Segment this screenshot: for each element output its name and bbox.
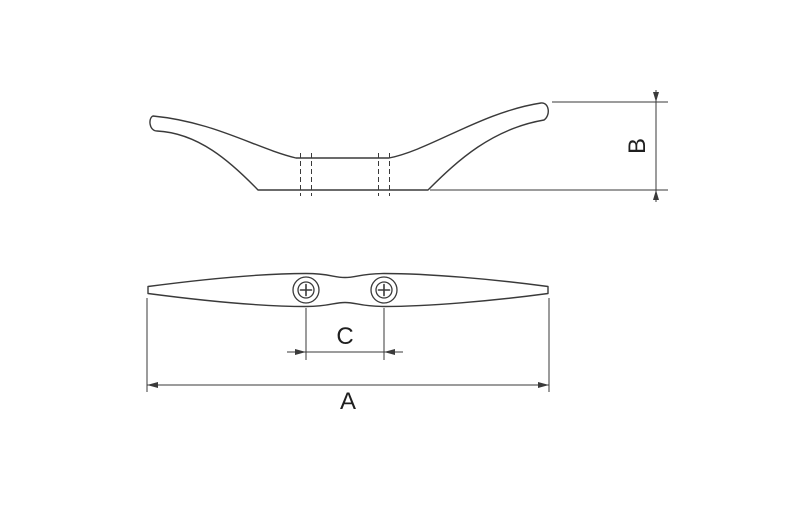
dim-label-c: C [336, 323, 353, 350]
screw-right-inner-circle [375, 281, 393, 299]
arrowhead-b-bottom [653, 190, 659, 200]
side-view [149, 102, 549, 196]
dim-label-a: A [340, 388, 356, 415]
cleat-side-outline [149, 102, 549, 191]
dimension-c: C [287, 308, 403, 360]
screw-right [370, 276, 398, 304]
screw-right-outer-circle [370, 276, 398, 304]
dim-label-b: B [624, 138, 651, 154]
arrowhead-a-left [147, 382, 158, 388]
screw-left-inner-circle [297, 281, 315, 299]
dimension-a: A [146, 298, 550, 415]
plan-view [147, 272, 549, 308]
arrowhead-c-right [384, 349, 395, 355]
arrowhead-c-left [295, 349, 306, 355]
screw-left-outer-circle [292, 276, 320, 304]
dimension-b: B [430, 90, 668, 202]
cleat-plan-outline [147, 272, 549, 308]
screw-left [292, 276, 320, 304]
arrowhead-b-top [653, 92, 659, 102]
arrowhead-a-right [538, 382, 549, 388]
hidden-hole-lines [300, 153, 390, 196]
